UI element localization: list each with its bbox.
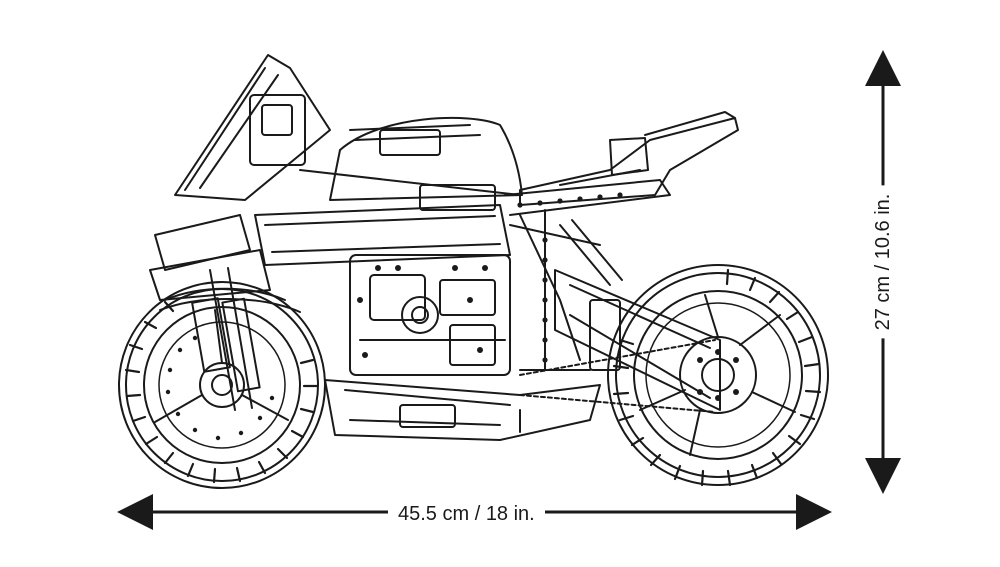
rear-wheel bbox=[607, 264, 829, 487]
seat-tail bbox=[519, 111, 739, 206]
frame bbox=[504, 179, 671, 371]
swingarm bbox=[554, 269, 721, 411]
width-dimension-label: 45.5 cm / 18 in. bbox=[388, 502, 545, 526]
chain bbox=[519, 339, 716, 413]
front-wheel bbox=[118, 281, 326, 489]
height-dimension-label: 27 cm / 10.6 in. bbox=[871, 185, 895, 339]
fuel-tank bbox=[299, 116, 523, 201]
belly-pan bbox=[324, 379, 601, 441]
rear-shock bbox=[559, 219, 623, 286]
side-panel bbox=[254, 184, 511, 266]
engine bbox=[349, 254, 511, 376]
motorcycle-drawing bbox=[118, 54, 829, 489]
front-fork bbox=[159, 267, 301, 411]
front-fairing bbox=[149, 54, 331, 301]
